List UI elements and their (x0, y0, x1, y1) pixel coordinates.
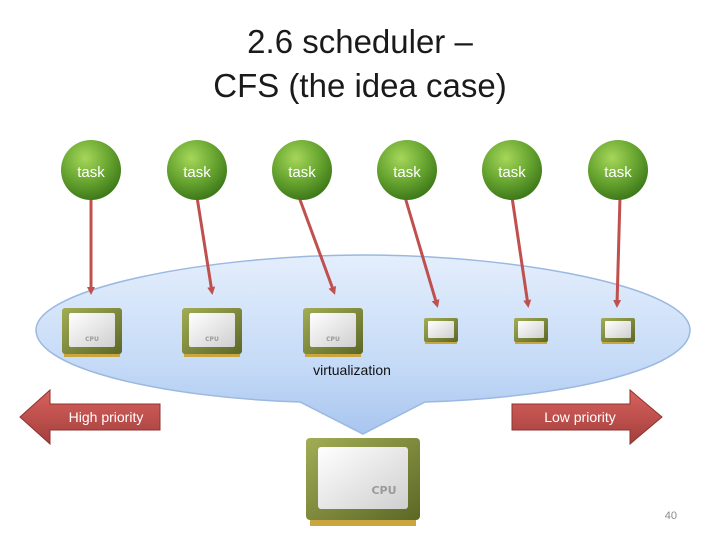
task-arrow (510, 196, 532, 308)
task-node: task (167, 140, 227, 200)
virtualization-label: virtualization (313, 362, 391, 378)
page-number: 40 (665, 510, 677, 522)
cpu-chip-icon (514, 318, 548, 344)
physical-cpu-icon: CPU (306, 438, 420, 526)
cpu-chip-text: CPU (205, 336, 219, 343)
task-label: task (393, 164, 421, 181)
task-label: task (498, 164, 526, 181)
slide-title: 2.6 scheduler – CFS (the idea case) (0, 20, 720, 108)
task-label: task (77, 164, 105, 181)
task-arrow (403, 196, 440, 308)
task-label: task (288, 164, 316, 181)
task-arrow (613, 196, 622, 308)
task-node: task (482, 140, 542, 200)
cpu-chip-icon (601, 318, 635, 344)
high-priority-arrow: High priority (19, 388, 161, 446)
cpu-chip-text: CPU (85, 336, 99, 343)
task-arrow (297, 196, 337, 295)
task-node: task (377, 140, 437, 200)
task-label: task (604, 164, 632, 181)
slide-title-line-1: 2.6 scheduler – (247, 23, 473, 60)
task-arrow (195, 196, 216, 295)
cpu-chip-icon (424, 318, 458, 344)
cpu-chip-icon: CPU (303, 308, 363, 357)
task-node: task (61, 140, 121, 200)
cpu-chip-icon: CPU (62, 308, 122, 357)
task-node: task (588, 140, 648, 200)
task-node: task (272, 140, 332, 200)
cpu-chip-text: CPU (326, 336, 340, 343)
physical-cpu-text: CPU (371, 484, 396, 497)
cpu-chip-icon: CPU (182, 308, 242, 357)
low-priority-label: Low priority (544, 409, 616, 425)
slide-title-line-2: CFS (the idea case) (213, 67, 507, 104)
high-priority-label: High priority (69, 409, 144, 425)
task-label: task (183, 164, 211, 181)
low-priority-arrow: Low priority (511, 388, 663, 446)
